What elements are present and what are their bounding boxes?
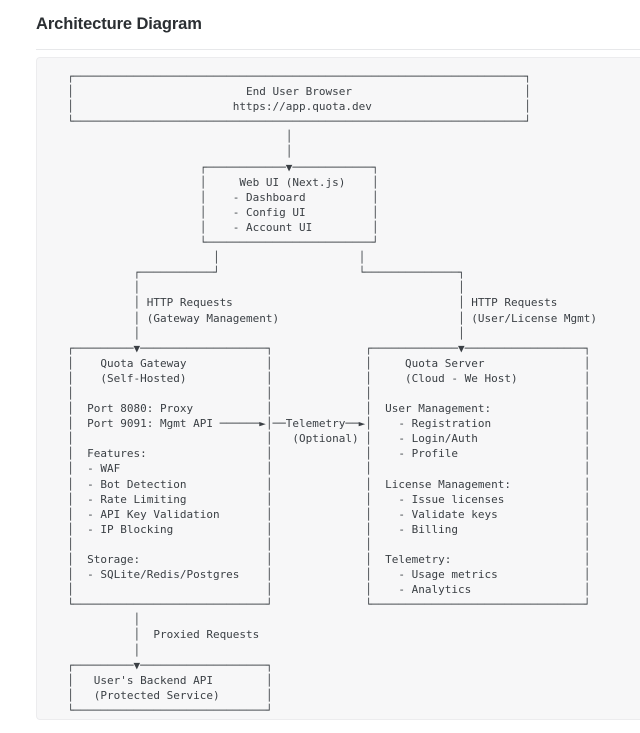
page-title: Architecture Diagram — [36, 15, 202, 33]
architecture-ascii-art: ┌───────────────────────────────────────… — [67, 70, 598, 717]
diagram-panel: ┌───────────────────────────────────────… — [36, 57, 640, 720]
header-divider — [36, 49, 640, 50]
page-header: Architecture Diagram — [0, 0, 640, 50]
